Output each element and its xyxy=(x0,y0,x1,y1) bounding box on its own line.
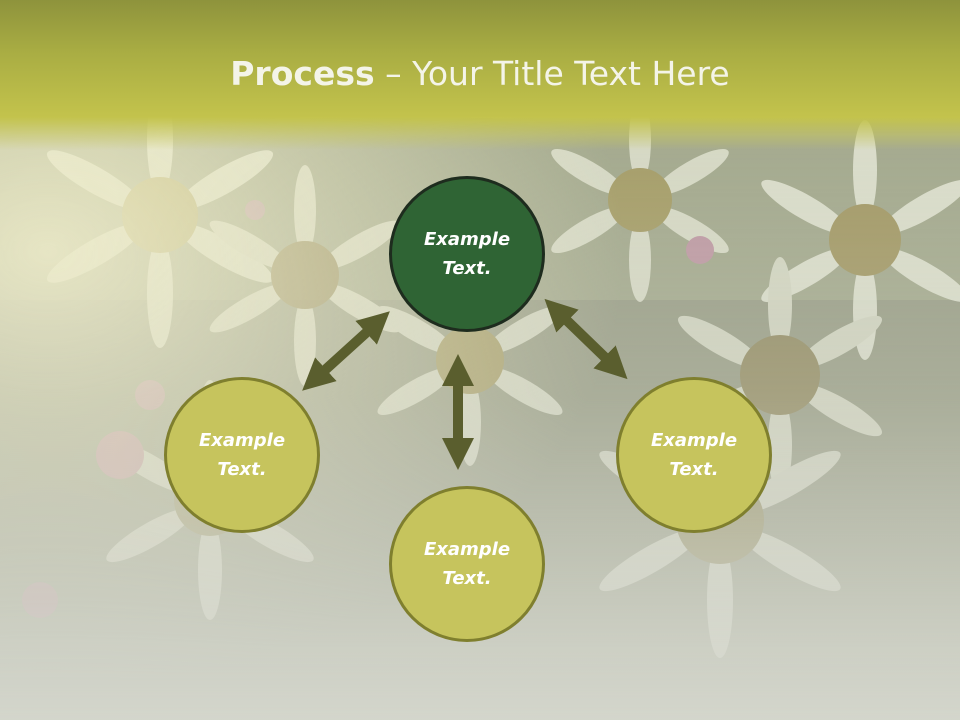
process-node-right[interactable]: Example Text. xyxy=(616,377,772,533)
double-arrow-top-right[interactable] xyxy=(544,298,628,380)
slide-title[interactable]: Process – Your Title Text Here xyxy=(0,52,960,96)
process-node-top-label: Example Text. xyxy=(423,229,511,279)
double-arrow-top-left[interactable] xyxy=(302,311,390,391)
title-banner xyxy=(0,0,960,150)
slide-title-rest: – Your Title Text Here xyxy=(374,54,730,93)
process-node-left-label: Example Text. xyxy=(198,430,286,480)
process-node-right-label: Example Text. xyxy=(650,430,738,480)
process-node-bottom-label: Example Text. xyxy=(423,539,511,589)
process-node-bottom[interactable]: Example Text. xyxy=(389,486,545,642)
slide-title-bold: Process xyxy=(230,54,375,93)
process-node-left[interactable]: Example Text. xyxy=(164,377,320,533)
process-node-top[interactable]: Example Text. xyxy=(389,176,545,332)
